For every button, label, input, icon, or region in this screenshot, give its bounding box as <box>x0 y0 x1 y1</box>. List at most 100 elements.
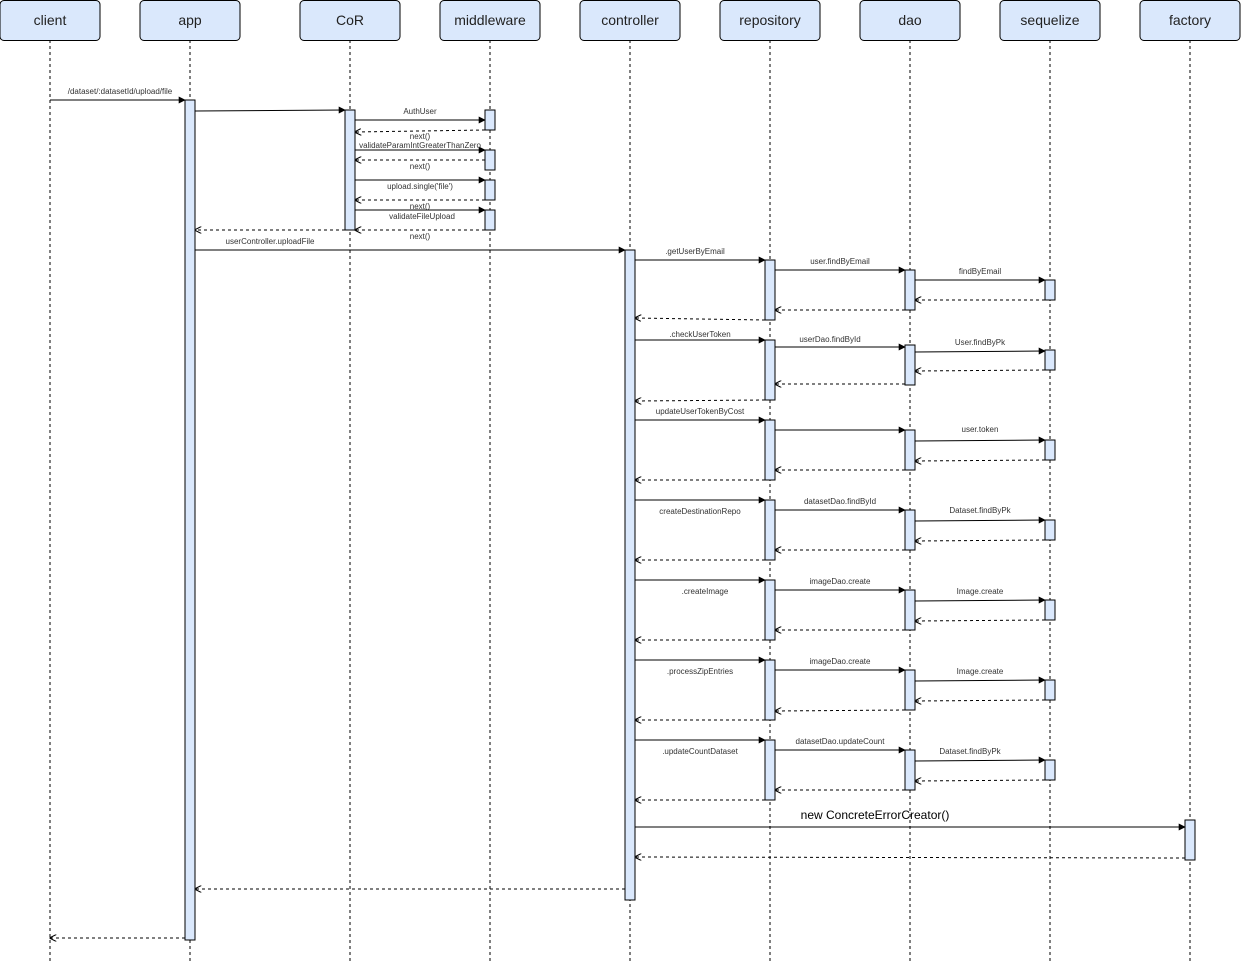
return-arrow: next() <box>355 160 485 171</box>
participant-label: repository <box>739 12 800 28</box>
activation-bar <box>904 429 916 471</box>
message-label: .processZipEntries <box>667 667 733 676</box>
activation-bar <box>1044 439 1056 461</box>
message-label: User.findByPk <box>955 338 1006 347</box>
message-arrow: Image.create <box>914 667 1046 684</box>
message-label: next() <box>410 202 431 211</box>
message-arrow <box>194 106 346 114</box>
participant-label: controller <box>601 12 659 28</box>
participant-label: app <box>178 12 202 28</box>
message-arrow: updateUserTokenByCost <box>635 407 766 424</box>
activation-bar <box>764 339 776 401</box>
message-label: validateParamIntGreaterThanZero <box>359 141 481 150</box>
participant-label: CoR <box>336 12 364 28</box>
activation-bar <box>184 99 196 941</box>
activation-bar <box>1044 519 1056 541</box>
participant-factory: factory <box>1139 0 1241 41</box>
message-arrow: new ConcreteErrorCreator() <box>635 808 1186 831</box>
message-arrow: .processZipEntries <box>635 656 766 676</box>
message-arrow: findByEmail <box>915 267 1046 284</box>
message-label: updateUserTokenByCost <box>656 407 745 416</box>
participant-middleware: middleware <box>439 0 541 41</box>
message-label: upload.single('file') <box>387 182 453 191</box>
return-arrow <box>915 700 1046 701</box>
activation-bar <box>624 249 636 901</box>
activation-bar <box>764 259 776 321</box>
activation-bar <box>1044 349 1056 371</box>
return-arrow: next() <box>355 130 486 141</box>
return-arrow: next() <box>355 230 485 241</box>
message-label: userController.uploadFile <box>226 237 315 246</box>
participant-label: dao <box>898 12 922 28</box>
participant-app: app <box>139 0 241 41</box>
message-label: user.findByEmail <box>810 257 870 266</box>
message-arrow: AuthUser <box>355 107 486 124</box>
return-arrow <box>915 460 1046 461</box>
message-arrow: user.token <box>914 425 1046 444</box>
activation-bar <box>1044 279 1056 301</box>
return-arrow <box>775 710 906 711</box>
message-label: imageDao.create <box>810 577 871 586</box>
message-label: user.token <box>962 425 999 434</box>
message-arrow: Image.create <box>914 587 1046 604</box>
message-label: datasetDao.updateCount <box>796 737 886 746</box>
message-label: /dataset/:datasetId/upload/file <box>68 87 173 96</box>
return-arrow <box>635 318 766 320</box>
activation-bar <box>764 419 776 481</box>
message-label: Dataset.findByPk <box>939 747 1001 756</box>
participant-sequelize: sequelize <box>999 0 1101 41</box>
activation-bar <box>1044 759 1056 781</box>
message-arrow: Dataset.findByPk <box>914 747 1046 764</box>
activation-bar <box>1044 679 1056 701</box>
message-label: findByEmail <box>959 267 1001 276</box>
activation-bar <box>904 749 916 791</box>
message-label: createDestinationRepo <box>659 507 741 516</box>
activation-bar <box>904 669 916 711</box>
message-arrow: .checkUserToken <box>635 330 766 344</box>
message-arrow: datasetDao.updateCount <box>775 737 906 754</box>
participant-client: client <box>0 0 101 41</box>
message-label: imageDao.create <box>810 657 871 666</box>
message-label: userDao.findById <box>799 335 860 344</box>
message-label: AuthUser <box>403 107 437 116</box>
message-arrow: imageDao.create <box>775 657 906 674</box>
message-arrow: .getUserByEmail <box>635 247 766 264</box>
message-arrow: Dataset.findByPk <box>914 506 1046 524</box>
return-arrow <box>635 400 766 401</box>
return-arrow <box>635 857 1186 858</box>
message-label: next() <box>410 162 431 171</box>
participant-label: middleware <box>454 12 526 28</box>
message-label: Image.create <box>957 587 1004 596</box>
message-label: next() <box>410 132 431 141</box>
message-arrow: user.findByEmail <box>775 257 906 274</box>
activation-bar <box>1184 819 1196 861</box>
message-label: .checkUserToken <box>669 330 730 339</box>
activation-bar <box>904 589 916 631</box>
message-arrow: /dataset/:datasetId/upload/file <box>50 87 186 104</box>
message-label: .getUserByEmail <box>665 247 725 256</box>
activation-bar <box>904 344 916 386</box>
activation-bar <box>904 509 916 551</box>
message-label: validateFileUpload <box>389 212 455 221</box>
activation-bar <box>1044 599 1056 621</box>
activation-bar <box>764 659 776 721</box>
activation-bar <box>484 109 496 131</box>
message-label: .updateCountDataset <box>662 747 738 756</box>
activation-bar <box>764 499 776 561</box>
message-arrow: userController.uploadFile <box>195 237 626 254</box>
participant-label: factory <box>1169 12 1211 28</box>
return-arrow <box>915 540 1046 541</box>
participant-dao: dao <box>859 0 961 41</box>
message-label: Image.create <box>957 667 1004 676</box>
message-arrow: imageDao.create <box>775 577 906 594</box>
participant-controller: controller <box>579 0 681 41</box>
message-arrow: userDao.findById <box>775 335 906 351</box>
message-arrow: upload.single('file') <box>355 176 486 191</box>
participant-label: sequelize <box>1020 12 1079 28</box>
message-label: Dataset.findByPk <box>949 506 1011 515</box>
message-arrow: validateFileUpload <box>355 206 486 221</box>
participant-cor: CoR <box>299 0 401 41</box>
message-arrow: validateParamIntGreaterThanZero <box>355 141 486 154</box>
return-arrow: next() <box>355 200 485 211</box>
return-arrow <box>915 780 1046 781</box>
